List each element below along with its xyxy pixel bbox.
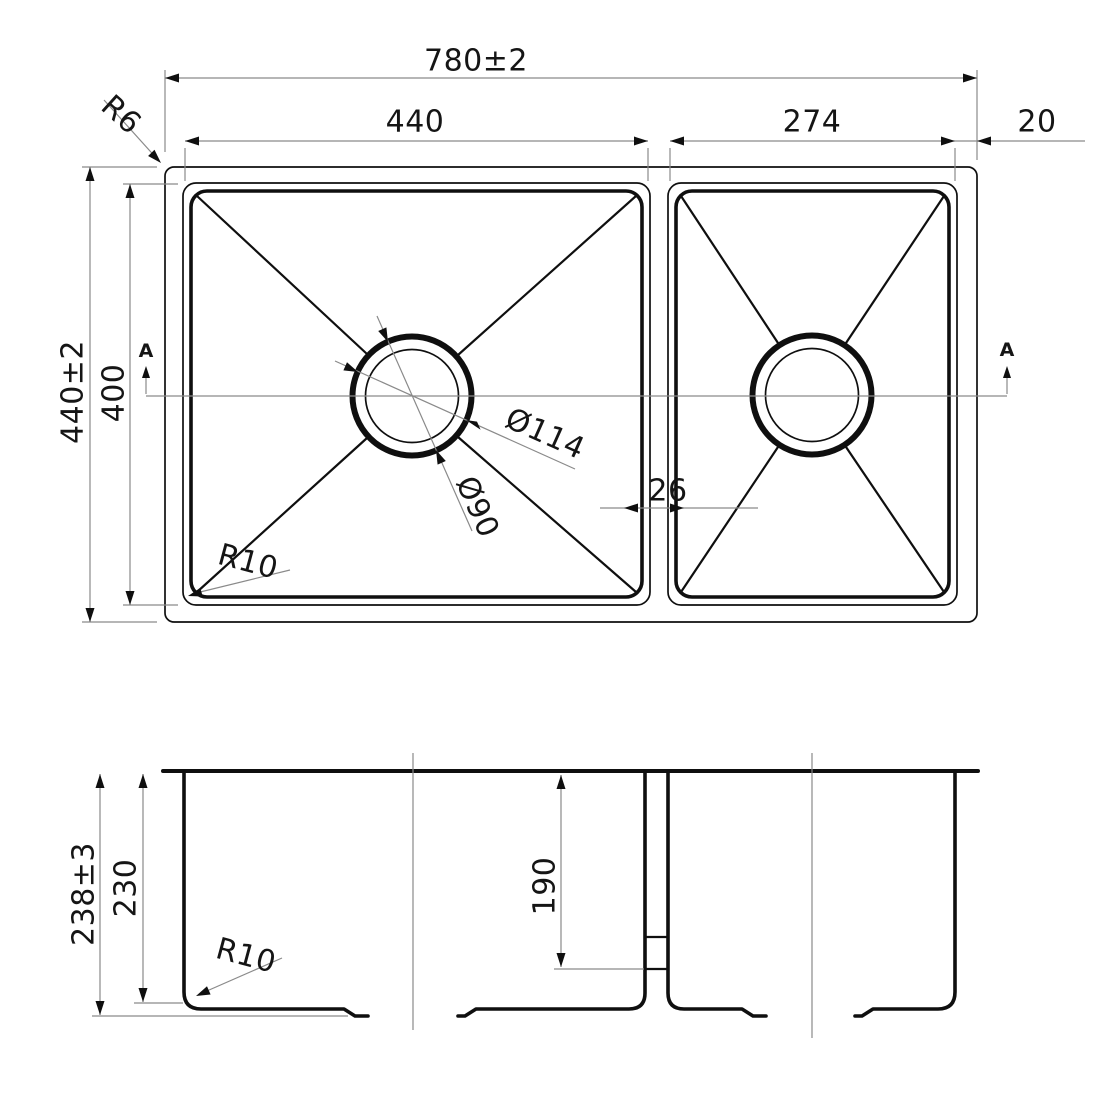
section-overall-depth-label: 238±3: [67, 842, 102, 946]
dim-divider-height: 190: [528, 775, 644, 970]
diagonal-line: [679, 445, 780, 594]
section-view: 238±3 230 190 R10: [67, 753, 980, 1038]
dim-arrow: [85, 608, 95, 622]
dim-arrow: [977, 136, 991, 146]
overall-depth-label: 440±2: [56, 340, 91, 444]
dim-arrow: [466, 420, 481, 430]
leader-arrow: [196, 986, 211, 996]
dim-arrow: [165, 73, 179, 83]
dim-left-bowl-width: 440: [184, 105, 649, 181]
rim-width-label: 20: [1017, 105, 1056, 140]
dim-section-overall-depth: 238±3: [67, 774, 348, 1017]
leader-arrow: [148, 149, 161, 163]
diameter-line: [376, 315, 473, 532]
dim-drain-flange-diameter: Ø114: [334, 360, 590, 470]
dim-arrow: [125, 591, 135, 605]
diagonal-line: [456, 435, 638, 594]
diagonal-line: [195, 436, 369, 594]
dim-arrow: [634, 136, 648, 146]
section-arrow-left: [142, 366, 150, 378]
leader-line: [103, 99, 160, 162]
dim-arrow: [95, 774, 105, 788]
drain-diameter-label: Ø90: [448, 471, 506, 543]
dim-arrow: [125, 184, 135, 198]
dim-arrow: [556, 953, 566, 967]
left-bowl-diagonals: [195, 194, 638, 594]
sink-outer-rim: [164, 166, 978, 623]
divider-height-label: 190: [528, 857, 563, 916]
left-bowl-flange-edge: [182, 182, 651, 606]
right-bowl-flange-edge: [667, 182, 958, 606]
dim-arrow: [670, 136, 684, 146]
left-bowl-wall: [189, 189, 644, 599]
diameter-line: [334, 360, 576, 470]
right-bowl-wall: [674, 189, 951, 599]
overall-width-label: 780±2: [424, 44, 528, 79]
bowl-depth-label: 400: [97, 364, 132, 423]
right-bowl-diagonals: [679, 194, 946, 594]
dim-arrow: [963, 73, 977, 83]
left-bowl-width-label: 440: [386, 105, 445, 140]
section-arrow-right: [1003, 366, 1011, 378]
dim-arrow: [95, 1001, 105, 1015]
left-bowl-bottom-and-divider-left-wall: [456, 770, 647, 1018]
diagonal-line: [195, 194, 369, 356]
outer-radius-label: R6: [94, 88, 148, 141]
section-bowl-depth-label: 230: [109, 859, 144, 918]
dim-overall-width: 780±2: [164, 44, 978, 160]
dim-arrow: [85, 167, 95, 181]
dim-bowl-depth: 400: [97, 183, 178, 606]
bottom-radius-label: R10: [212, 931, 280, 980]
diagonal-line: [456, 194, 638, 357]
callout-bottom-radius: R10: [196, 931, 283, 996]
dim-arrow: [378, 327, 388, 342]
drain-flange-diameter-label: Ø114: [500, 401, 590, 467]
leader-arrow: [188, 587, 203, 597]
divider-right-wall-and-right-bowl-bottom: [666, 770, 768, 1018]
diagonal-line: [679, 194, 780, 345]
section-label-right: A: [1000, 339, 1015, 361]
dim-arrow: [556, 775, 566, 789]
section-label-left: A: [139, 340, 154, 362]
dim-arrow: [436, 450, 446, 465]
callout-outer-radius: R6: [94, 88, 161, 163]
leader-line: [191, 569, 291, 595]
top-view: A A 780±2 440 27: [56, 44, 1085, 623]
dim-arrow: [138, 988, 148, 1002]
diagonal-line: [844, 445, 946, 594]
dim-section-bowl-depth: 230: [109, 774, 183, 1004]
left-bowl-left-wall-and-bottom: [182, 770, 370, 1018]
dim-overall-depth: 440±2: [56, 166, 157, 623]
dim-arrow: [624, 503, 638, 513]
dim-right-bowl-width: 274 20: [669, 105, 1085, 181]
dim-arrow: [185, 136, 199, 146]
diagonal-line: [844, 194, 946, 345]
right-drain-hole: [764, 347, 860, 443]
dim-arrow: [941, 136, 955, 146]
bowl-gap-label: 26: [648, 474, 687, 509]
section-line-AA: A A: [139, 339, 1015, 397]
dim-arrow: [138, 774, 148, 788]
right-bowl-bottom-and-right-wall: [853, 770, 957, 1018]
right-drain-flange: [749, 332, 875, 458]
dim-arrow: [343, 362, 358, 372]
leader-line: [199, 957, 283, 995]
right-bowl-width-label: 274: [783, 105, 842, 140]
bowl-radius-label: R10: [214, 537, 282, 586]
dim-arrow: [670, 503, 684, 513]
dim-bowl-gap: 26: [600, 474, 758, 513]
